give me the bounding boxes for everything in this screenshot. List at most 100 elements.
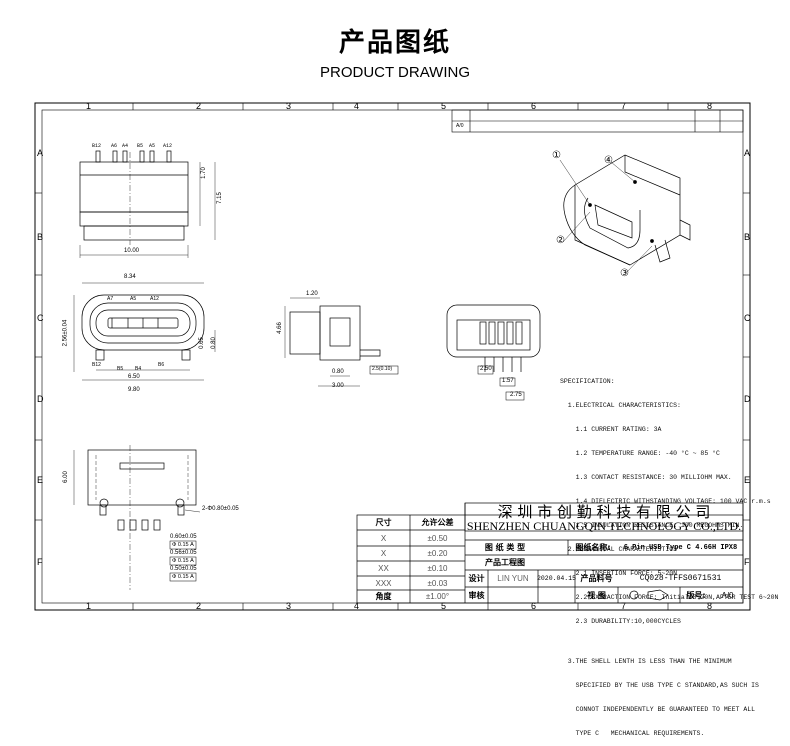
- drawing-name-label: 图纸名称:: [575, 543, 611, 552]
- col-label-7: 7: [621, 101, 627, 111]
- dim-label: A12: [150, 296, 159, 302]
- engineering-drawing: 产品工程图: [485, 558, 525, 567]
- row-label-b-right: B: [744, 232, 751, 242]
- tolerance-frame: Φ 0.15 A: [172, 558, 194, 564]
- dim-label: 0.50±0.05: [170, 566, 197, 572]
- col-label-8-bottom: 8: [707, 601, 713, 611]
- spec-line: 2.1 INSERTION FORCE: 5~20N: [560, 570, 678, 577]
- spec-line: 1.ELECTRICAL CHARACTERISTICS:: [560, 402, 681, 409]
- col-label-6: 6: [531, 101, 537, 111]
- dim-label: 0.65: [198, 337, 205, 349]
- dim-label: 2-Φ0.80±0.05: [202, 506, 239, 512]
- dim-label: 0.56±0.05: [170, 550, 197, 556]
- company-name-en: SHENZHEN CHUANGQIN TECHNOLOGY CO.,LTD.: [466, 518, 742, 533]
- tolerance-value: ±0.50: [427, 533, 448, 543]
- dim-label: 10.00: [124, 248, 140, 254]
- tolerance-value: ±0.03: [427, 578, 448, 588]
- view-label: 视 图: [587, 590, 606, 600]
- dim-label: 2.50: [480, 366, 492, 372]
- tolerance-size: 角度: [375, 592, 392, 601]
- tolerance-value: ±0.20: [427, 549, 448, 558]
- tolerance-value: ±0.10: [427, 564, 448, 573]
- dim-label: 6.50: [128, 374, 140, 380]
- col-label-7-bottom: 7: [621, 601, 627, 611]
- dim-label: 0.80: [332, 369, 344, 375]
- designer: LIN YUN: [497, 574, 529, 583]
- tolerance-size: XX: [378, 564, 389, 573]
- col-label-3: 3: [286, 101, 292, 111]
- spec-line: 1.5 INSULATION RESISTANCE: 100 MEGOHMS M…: [560, 522, 744, 529]
- row-label-a: A: [37, 148, 44, 158]
- pin-label: B5: [137, 143, 144, 149]
- dim-label: A5: [130, 296, 137, 302]
- dim-label: 2.75: [510, 392, 522, 398]
- callout-3: ③: [620, 268, 629, 279]
- dim-label: 8.34: [124, 274, 136, 280]
- tolerance-size: X: [380, 549, 387, 558]
- drawing-name-value: 6 Pin USB Type C 4.66H IPX8: [623, 543, 738, 552]
- dim-label: 1.70: [200, 167, 207, 179]
- pin-label: A4: [122, 143, 129, 149]
- row-label-b: B: [37, 232, 44, 242]
- row-label-c-right: C: [744, 313, 751, 323]
- col-label-5-bottom: 5: [441, 601, 447, 611]
- spec-line: 3.THE SHELL LENTH IS LESS THAN THE MINIM…: [560, 658, 732, 665]
- spec-line: SPECIFIED BY THE USB TYPE C STANDARD,AS …: [560, 682, 759, 689]
- company-name-cn: 深 圳 市 创 勤 科 技 有 限 公 司: [497, 502, 711, 521]
- row-label-f-right: F: [744, 557, 750, 567]
- spec-line: TYPE C MECHANICAL REQUIREMENTS.: [560, 730, 705, 737]
- revision-row: A/0: [456, 123, 464, 129]
- pin-label: B12: [92, 143, 102, 149]
- dim-label: 2.56±0.04: [62, 319, 69, 347]
- part-no: CQ028-TFFS0671531: [639, 574, 722, 583]
- dim-label: A7: [107, 296, 114, 302]
- row-label-e-right: E: [744, 475, 751, 485]
- version: A/0: [721, 590, 734, 600]
- tolerance-size: X: [380, 533, 387, 543]
- pin-label: A5: [149, 143, 156, 149]
- drawing-canvas: [34, 102, 751, 611]
- spec-line: 1.3 CONTACT RESISTANCE: 30 MILLIOHM MAX.: [560, 474, 732, 481]
- col-label-4: 4: [354, 101, 360, 111]
- spec-line: 1.4 DIELECTRIC WITHSTANDING VOLTAGE: 100…: [560, 498, 771, 505]
- col-label-1-bottom: 1: [86, 601, 92, 611]
- dim-label: 0.60±0.05: [170, 534, 197, 540]
- spec-line: SPECIFICATION:: [560, 378, 615, 385]
- part-no-label: 产品料号: [580, 574, 613, 583]
- tolerance-frame: Φ 0.15 A: [172, 542, 194, 548]
- pin-label: A6: [111, 143, 118, 149]
- col-label-5: 5: [441, 101, 447, 111]
- dim-label: 2.5(0.10): [372, 366, 393, 372]
- dim-label: 9.80: [128, 387, 140, 393]
- row-label-c: C: [37, 313, 44, 323]
- tolerance-value: ±1.00°: [425, 592, 450, 601]
- col-label-1: 1: [86, 101, 92, 111]
- tolerance-header-value: 允许公差: [421, 518, 454, 527]
- spec-line: 2.2 EXTRACTION FORCE: Initial:8~20N,AFTE…: [560, 594, 779, 601]
- callout-4: ④: [604, 155, 613, 166]
- spec-line: 2.3 DURABILITY:10,000CYCLES: [560, 618, 681, 625]
- spec-line: 1.2 TEMPERATURE RANGE: -40 °C ~ 85 °C: [560, 450, 720, 457]
- row-label-d-right: D: [744, 394, 751, 404]
- row-label-d: D: [37, 394, 44, 404]
- row-label-f: F: [37, 557, 43, 567]
- dim-label: 1.57: [502, 378, 514, 384]
- dim-label: 1.20: [306, 291, 318, 297]
- spec-line: CONNOT INDEPENDENTLY BE GUARANTEED TO ME…: [560, 706, 756, 713]
- row-label-a-right: A: [744, 148, 751, 158]
- callout-2: ②: [556, 235, 565, 246]
- row-label-e: E: [37, 475, 44, 485]
- callout-1: ①: [552, 150, 561, 161]
- col-label-3-bottom: 3: [286, 601, 292, 611]
- pin-label: A12: [163, 143, 173, 149]
- review-label: 审核: [468, 590, 485, 600]
- col-label-4-bottom: 4: [354, 601, 360, 611]
- date: 2020.04.15: [537, 575, 577, 582]
- dim-label: 3.00: [332, 383, 344, 389]
- dim-label: B4: [135, 366, 142, 372]
- design-label: 设计: [468, 574, 485, 583]
- spec-line: 1.1 CURRENT RATING: 3A: [560, 426, 662, 433]
- version-label: 版号:: [686, 590, 706, 600]
- col-label-2: 2: [196, 101, 202, 111]
- dim-label: 6.00: [62, 471, 69, 483]
